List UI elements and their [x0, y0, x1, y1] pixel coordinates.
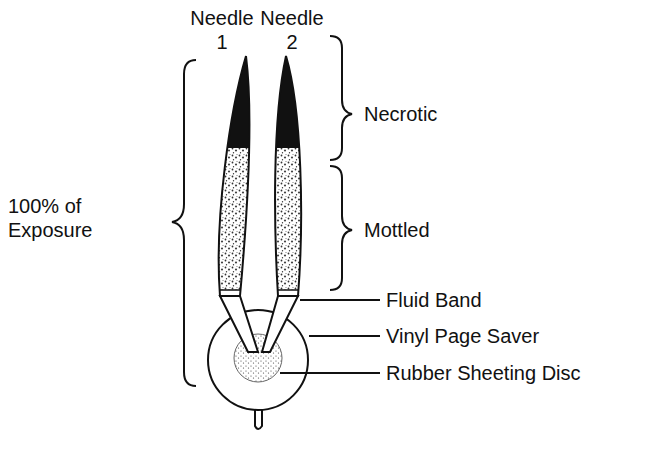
necrotic-bracket	[330, 36, 352, 160]
label-text: Needle 1	[189, 6, 255, 54]
exposure-bracket	[172, 60, 196, 386]
label-text: Necrotic	[364, 102, 437, 126]
leader-line	[280, 372, 380, 374]
label-text: Mottled	[364, 218, 430, 242]
label-text: Vinyl Page Saver	[386, 324, 539, 348]
mottled-bracket	[330, 166, 352, 290]
vinyl-page-saver	[208, 310, 308, 429]
leader-line	[300, 299, 380, 301]
label-text: Fluid Band	[386, 288, 482, 312]
label-text: Rubber Sheeting Disc	[386, 361, 581, 385]
leader-line	[309, 335, 380, 337]
label-text: 100% of Exposure	[8, 194, 126, 242]
needle-2	[262, 56, 301, 352]
label-text: Needle 2	[259, 6, 325, 54]
needle-1	[219, 56, 258, 352]
